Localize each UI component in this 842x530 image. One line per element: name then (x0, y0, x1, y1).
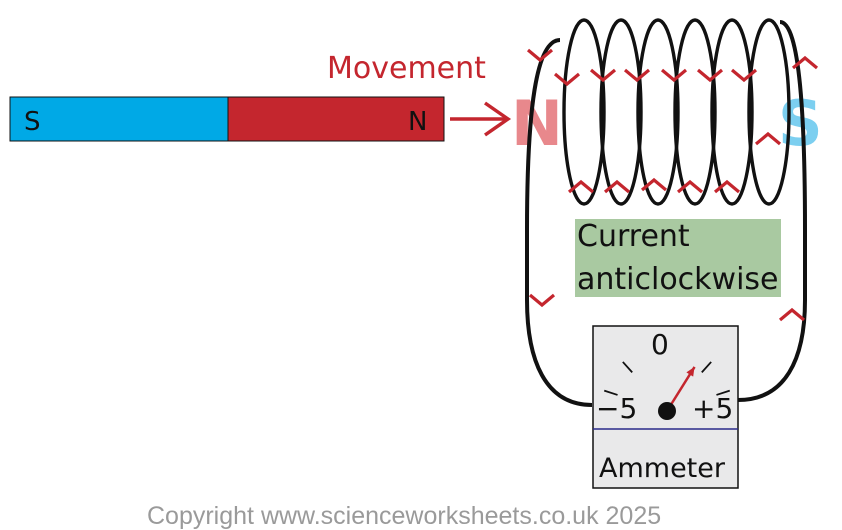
solenoid-coil (562, 18, 791, 206)
magnet-north-half (227, 96, 445, 142)
current-arrowhead (696, 68, 724, 83)
coil-loop (673, 18, 717, 206)
magnet-south-half (9, 96, 229, 142)
current-arrowhead (526, 48, 554, 63)
ammeter-tick (622, 361, 633, 373)
coil-loop (599, 18, 643, 206)
magnet-north-label: N (408, 107, 427, 137)
ammeter-scale-ticks (603, 361, 731, 396)
current-arrowhead (603, 179, 631, 194)
current-arrowhead (660, 68, 688, 83)
needle-head (686, 366, 695, 377)
coil-loop (562, 18, 606, 206)
current-arrowhead (528, 293, 556, 308)
current-arrowhead (713, 179, 741, 194)
current-arrowhead (623, 68, 651, 83)
ammeter-scale-min: −5 (596, 392, 637, 425)
copyright-text: Copyright www.scienceworksheets.co.uk 20… (147, 502, 661, 530)
movement-label: Movement (327, 51, 486, 86)
current-arrowhead (567, 179, 595, 194)
ammeter-scale-mid: 0 (651, 328, 669, 361)
current-label-background (575, 219, 781, 297)
ammeter-label: Ammeter (599, 453, 726, 484)
ammeter: −5 0 +5 Ammeter (592, 325, 739, 489)
current-label-line1: Current (577, 219, 690, 254)
current-arrowhead (589, 68, 617, 83)
coil-north-pole-label: N (511, 87, 563, 160)
ammeter-tick (603, 389, 618, 396)
current-arrowhead (730, 68, 758, 83)
current-arrowhead (778, 307, 806, 322)
magnet-south-label: S (24, 107, 41, 137)
coil-loop (710, 18, 754, 206)
current-label-line2: anticlockwise (577, 262, 779, 297)
current-direction-arrows (526, 48, 819, 322)
current-label-box: Current anticlockwise (575, 219, 781, 297)
current-arrowhead (791, 55, 819, 70)
coil-loop (747, 18, 791, 206)
ammeter-tick (701, 361, 712, 373)
bar-magnet: S N (9, 96, 445, 142)
current-arrowhead (754, 131, 782, 146)
ammeter-pivot (658, 402, 676, 420)
coil-loop (636, 18, 680, 206)
current-arrowhead (676, 179, 704, 194)
current-arrowhead (640, 177, 668, 192)
current-arrowhead (553, 72, 581, 87)
ammeter-tick (716, 389, 731, 396)
ammeter-scale-max: +5 (692, 392, 733, 425)
movement-arrow (450, 101, 512, 137)
